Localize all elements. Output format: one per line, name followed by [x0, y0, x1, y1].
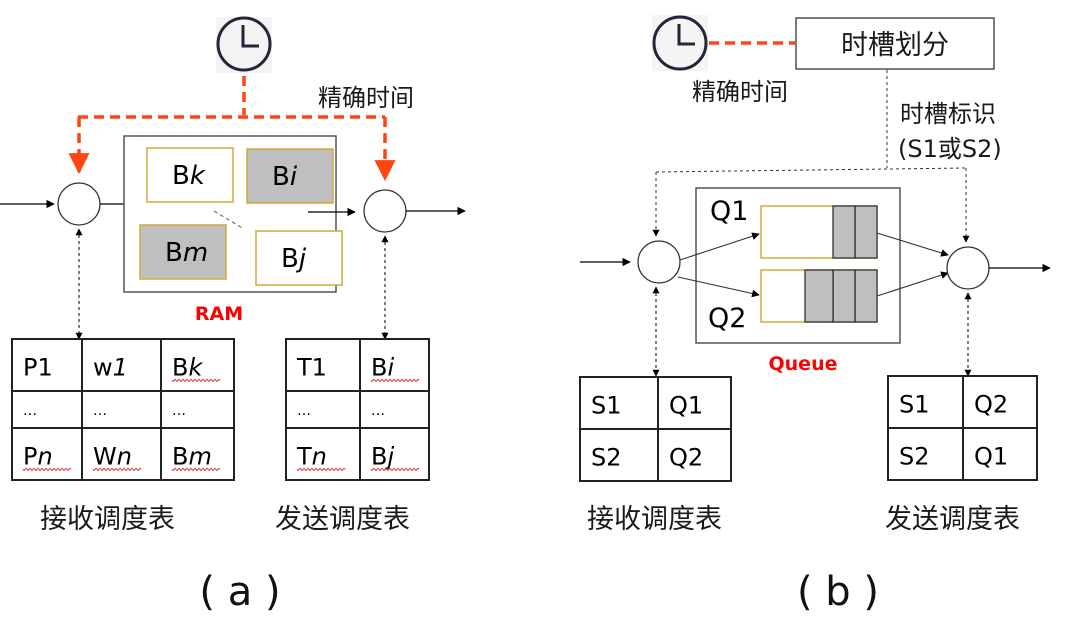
queued-packet [854, 205, 878, 259]
clock-icon [216, 16, 272, 73]
table-cell: … [371, 403, 385, 419]
clock-icon [652, 15, 708, 71]
table-cell: S1 [591, 391, 622, 419]
send-table-caption: 发送调度表 [275, 504, 410, 535]
queued-packet [804, 269, 834, 323]
receive-table-caption: 接收调度表 [40, 504, 175, 535]
table-cell: S2 [899, 442, 930, 470]
queued-packet [832, 269, 856, 323]
table-cell: Bi [371, 353, 394, 381]
buffer-bk: Bk [146, 147, 234, 203]
table-cell: Q2 [974, 390, 1008, 418]
table-cell: Pn [23, 442, 53, 470]
table-cell: Q1 [669, 391, 703, 419]
table-cell: w1 [93, 353, 128, 381]
table-cell: … [172, 403, 186, 419]
queue-label-q2: Q2 [708, 303, 746, 334]
send-switch [363, 189, 407, 233]
buffer-bi: Bi [246, 148, 334, 204]
receive-switch [637, 240, 681, 284]
ellipsis-dash [213, 210, 245, 230]
table-cell: Q1 [974, 442, 1008, 470]
slot-id-link [652, 70, 970, 243]
table-cell: … [297, 403, 311, 419]
panel-b-caption: ( b ) [797, 569, 879, 615]
buffer-bj: Bj [255, 230, 343, 286]
send-schedule-table: T1 Bi … … Tn Bj [285, 338, 430, 481]
send-switch [946, 246, 990, 290]
queue-label-q1: Q1 [710, 196, 748, 227]
table-cell: P1 [23, 353, 53, 381]
receive-table-caption: 接收调度表 [587, 504, 722, 535]
queue-q2 [760, 269, 878, 323]
precise-time-label: 精确时间 [692, 78, 788, 106]
receive-schedule-table: P1 w1 Bk … … … Pn Wn Bm [11, 338, 235, 481]
slot-id-label: 时槽标识 [900, 100, 996, 128]
buffer-label: Bj [281, 244, 307, 274]
table-cell: Bk [172, 353, 203, 381]
table-cell: … [93, 403, 107, 419]
buffer-label: Bm [165, 238, 208, 268]
send-table-caption: 发送调度表 [885, 504, 1020, 535]
slot-division-box [795, 17, 995, 70]
table-cell: S2 [591, 443, 622, 471]
table-cell: Tn [296, 442, 327, 470]
panel-a-caption: ( a ) [199, 569, 280, 615]
receive-switch [57, 182, 101, 226]
clock-sync-link [68, 76, 396, 182]
table-cell: Bm [172, 442, 212, 470]
queue-label: Queue [769, 353, 838, 375]
buffer-bm: Bm [139, 224, 227, 280]
queue-q1 [760, 205, 878, 259]
ram-label: RAM [195, 303, 243, 325]
table-cell: Wn [93, 442, 132, 470]
table-cell: T1 [296, 353, 327, 381]
table-cell: … [23, 403, 37, 419]
table-cell: Q2 [669, 443, 703, 471]
buffer-label: Bk [172, 161, 206, 191]
queued-packet [832, 205, 856, 259]
queued-packet [854, 269, 878, 323]
precise-time-label: 精确时间 [318, 84, 414, 112]
table-cell: S1 [899, 390, 930, 418]
table-cell: Bj [371, 442, 394, 470]
slot-id-values: (S1或S2) [898, 135, 1002, 163]
slot-division-label: 时槽划分 [841, 30, 949, 61]
buffer-label: Bi [272, 162, 298, 192]
